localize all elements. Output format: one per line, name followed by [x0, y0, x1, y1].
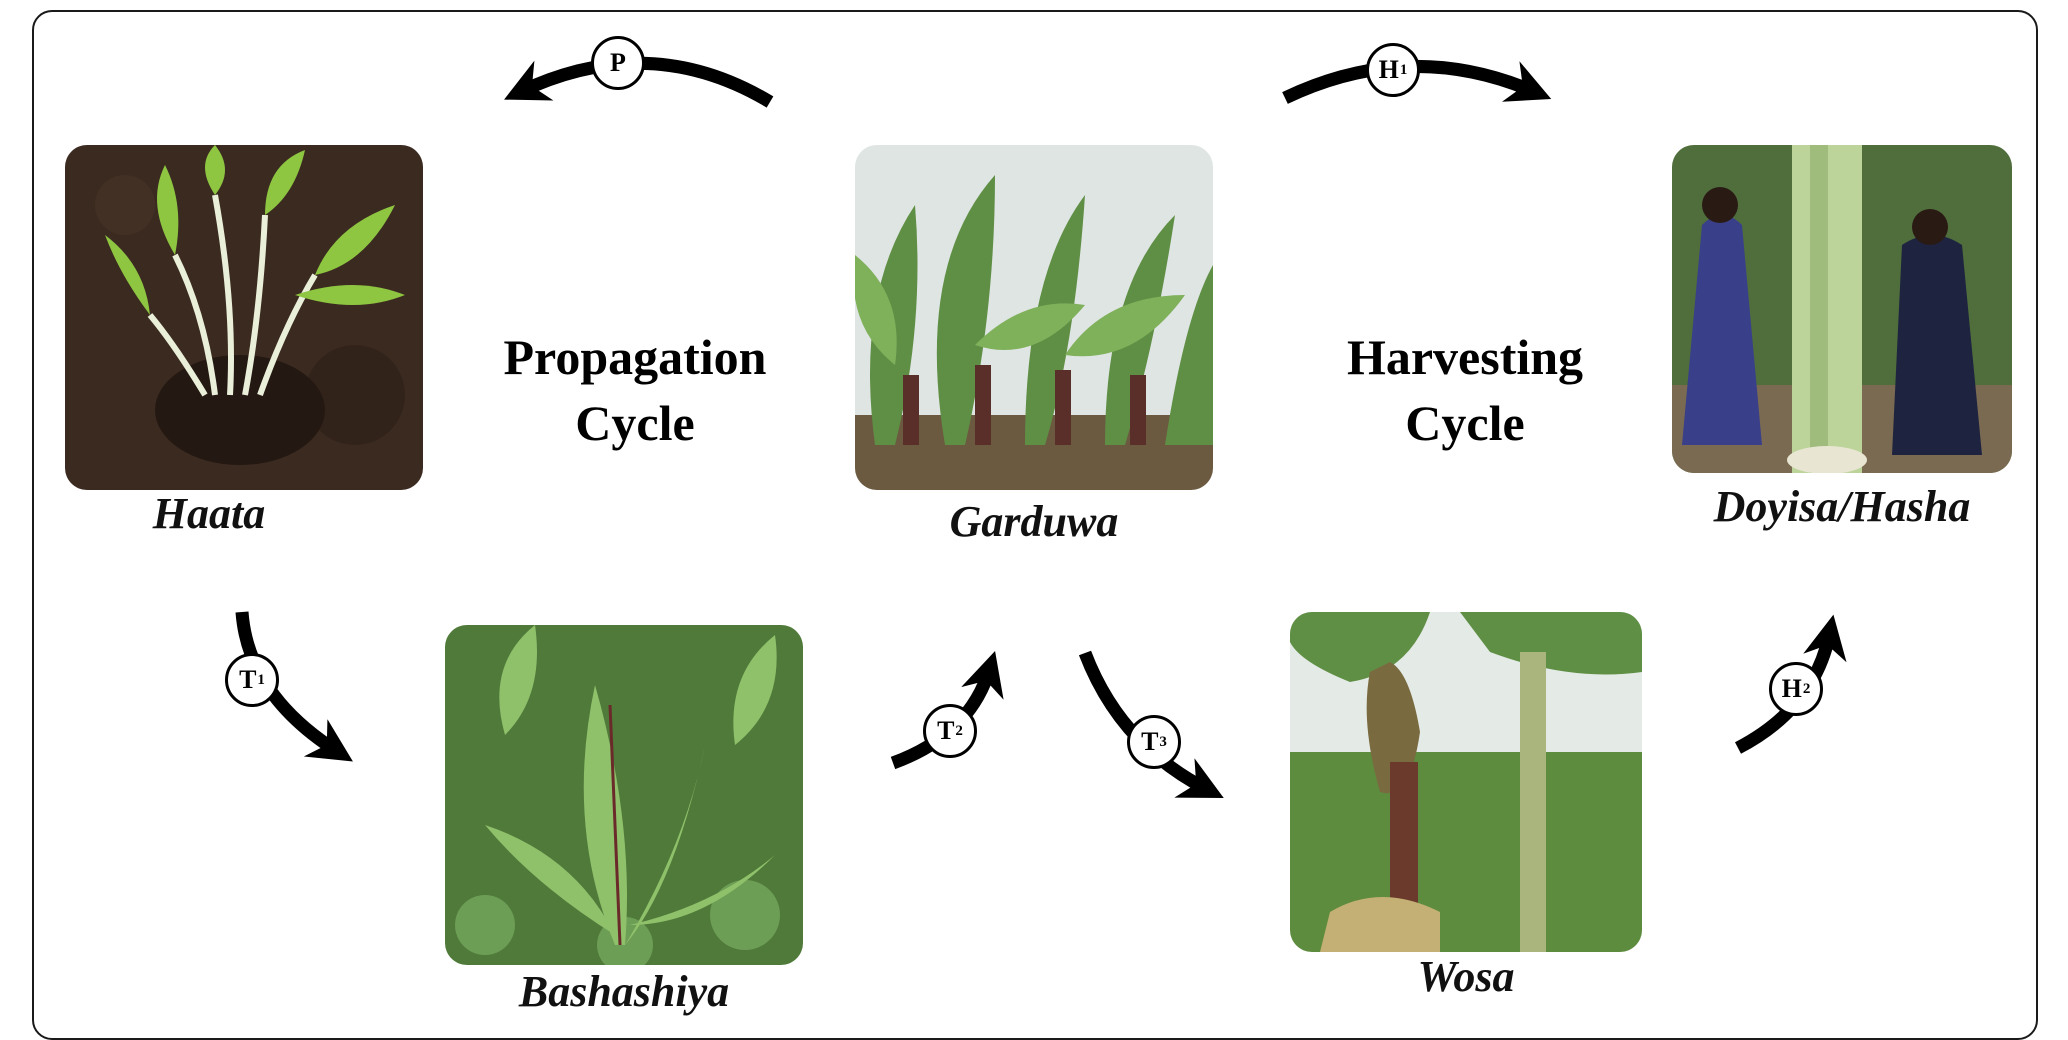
doyisa-label: Doyisa/Hasha [1713, 482, 1971, 531]
cycle-arrows [235, 56, 1847, 799]
haata-label: Haata [152, 489, 266, 538]
wosa-label: Wosa [1417, 952, 1515, 1001]
wosa-photo [1290, 612, 1642, 952]
bashashiya-photo [445, 625, 803, 965]
transition-badge-p: P [591, 36, 645, 90]
doyisa-photo [1672, 145, 2012, 473]
arrow-p [504, 56, 774, 108]
garduwa-photo [855, 145, 1213, 490]
bashashiya-label: Bashashiya [518, 967, 730, 1016]
garduwa-label: Garduwa [949, 497, 1119, 546]
haata-photo [65, 145, 423, 490]
